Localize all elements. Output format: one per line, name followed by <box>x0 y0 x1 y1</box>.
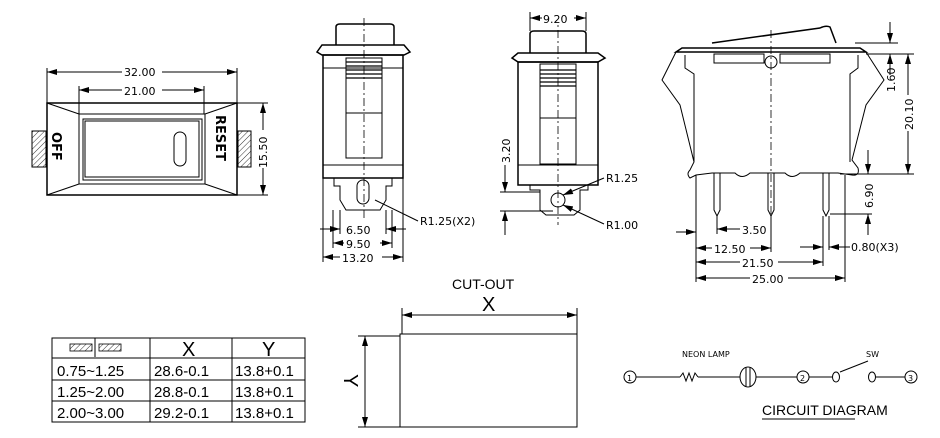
panel-thickness-icon <box>69 338 122 357</box>
table-cell: 13.8+0.1 <box>235 363 294 380</box>
cutout-y-label: Y <box>339 374 361 387</box>
circuit-title: CIRCUIT DIAGRAM <box>762 402 888 418</box>
table-cell: 28.8-0.1 <box>154 384 209 401</box>
dim-21-5: 21.50 <box>742 257 774 270</box>
dim-1-6: 1.60 <box>885 68 898 93</box>
dim-21: 21.00 <box>124 85 156 98</box>
circuit-diagram: 1 2 3 NEON LAMP SW CIRCUIT DIAGRAM <box>623 350 918 420</box>
table-cell: 13.8+0.1 <box>235 405 294 422</box>
table-cell: 28.6-0.1 <box>154 363 209 380</box>
node-1: 1 <box>627 374 632 383</box>
cutout-table: X Y 0.75~1.25 28.6-0.1 13.8+0.1 1.25~2.0… <box>51 337 306 423</box>
dim-15-5: 15.50 <box>257 137 270 169</box>
table-header-x: X <box>182 339 195 361</box>
node-3: 3 <box>908 374 913 383</box>
table-cell: 13.8+0.1 <box>235 384 294 401</box>
terminal-view: 1.60 20.10 6.90 3.50 12.50 21.50 25.00 0… <box>661 22 916 286</box>
cutout-diagram: CUT-OUT X Y <box>339 276 578 428</box>
dim-3-5: 3.50 <box>742 224 767 237</box>
table-cell: 0.75~1.25 <box>57 363 124 380</box>
table-cell: 1.25~2.00 <box>57 384 124 401</box>
node-2: 2 <box>800 374 805 383</box>
table-row: 2.00~3.00 29.2-0.1 13.8+0.1 <box>57 405 294 422</box>
dim-12-5: 12.50 <box>714 243 746 256</box>
cutout-title: CUT-OUT <box>452 276 515 292</box>
off-label: OFF <box>48 132 63 161</box>
table-cell: 29.2-0.1 <box>154 405 209 422</box>
dim-6-9: 6.90 <box>863 184 876 209</box>
dim-3-2: 3.20 <box>500 139 513 164</box>
neon-lamp-label: NEON LAMP <box>682 350 730 359</box>
resistor-icon <box>679 371 699 383</box>
dim-20-1: 20.10 <box>903 99 916 131</box>
table-row: 0.75~1.25 28.6-0.1 13.8+0.1 <box>57 363 294 380</box>
dim-25: 25.00 <box>752 273 784 286</box>
reset-label: RESET <box>212 115 227 161</box>
radius-label-2: R1.25 <box>606 172 638 185</box>
table-header-y: Y <box>262 339 275 361</box>
pin-width-label: 0.80(X3) <box>851 241 899 254</box>
dim-32: 32.00 <box>124 66 156 79</box>
dim-13-2: 13.20 <box>342 252 374 265</box>
front-view: OFF RESET 32.00 21.00 15.50 <box>31 65 270 196</box>
side-view-1: R1.25(X2) 6.50 9.50 13.20 <box>315 18 475 265</box>
table-row: 1.25~2.00 28.8-0.1 13.8+0.1 <box>57 384 294 401</box>
dim-9-5: 9.50 <box>346 238 371 251</box>
radius-label-1: R1.25(X2) <box>420 215 475 228</box>
cutout-x-label: X <box>482 294 495 316</box>
switch-icon <box>839 360 869 373</box>
radius-label-3: R1.00 <box>606 219 638 232</box>
dim-9-2: 9.20 <box>543 13 568 26</box>
switch-label: SW <box>866 350 879 359</box>
dim-6-5: 6.50 <box>346 224 371 237</box>
neon-lamp-icon <box>739 366 757 388</box>
side-view-2: 9.20 3.20 R1.25 R1.00 <box>500 12 638 235</box>
table-cell: 2.00~3.00 <box>57 405 124 422</box>
